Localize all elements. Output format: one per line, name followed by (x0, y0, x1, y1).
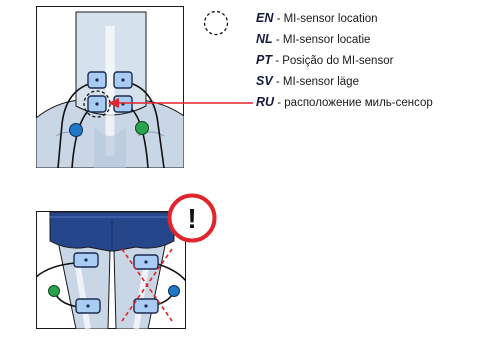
legend-item-en: EN - MI-sensor location (256, 8, 433, 29)
language-code: NL (256, 32, 273, 46)
language-code: SV (256, 74, 273, 88)
sensor-location-legend: EN - MI-sensor location NL - MI-sensor l… (256, 8, 433, 113)
legend-item-ru: RU - расположение миль-сенсор (256, 92, 433, 113)
legend-text: - MI-sensor läge (276, 76, 359, 88)
legend-item-sv: SV - MI-sensor läge (256, 71, 433, 92)
legend-text: - MI-sensor location (277, 13, 378, 25)
thigh-illustration (36, 211, 186, 329)
dashed-circle-icon (201, 8, 231, 38)
legend-text: - Posição do MI-sensor (275, 55, 393, 67)
legend-item-nl: NL - MI-sensor locatie (256, 29, 433, 50)
warning-symbol: ! (187, 203, 196, 234)
language-code: PT (256, 53, 272, 67)
legend-text: - расположение миль-сенсор (277, 97, 433, 109)
language-code: EN (256, 11, 273, 25)
thigh-electrode-placement-illustration (36, 211, 186, 329)
language-code: RU (256, 95, 274, 109)
legend-text: - MI-sensor locatie (276, 34, 371, 46)
legend-item-pt: PT - Posição do MI-sensor (256, 50, 433, 71)
exclamation-warning-icon: ! (166, 192, 218, 244)
